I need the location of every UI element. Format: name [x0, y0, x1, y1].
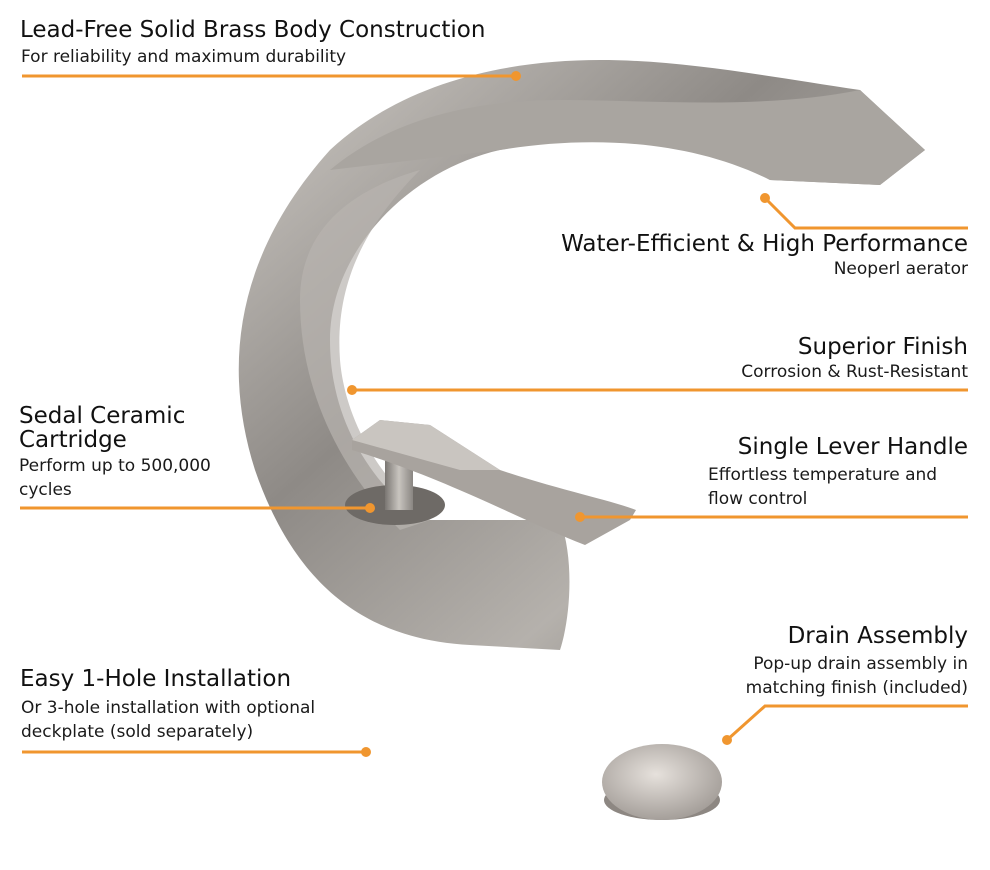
feature-subtitle-drain-1: Pop-up drain assembly in	[753, 654, 968, 674]
drain-cap-image	[602, 744, 722, 820]
feature-title-lever: Single Lever Handle	[737, 434, 968, 460]
feature-subtitle-finish: Corrosion & Rust-Resistant	[741, 362, 968, 382]
feature-subtitle-drain-2: matching finish (included)	[745, 678, 968, 698]
feature-title-water-efficient: Water-Efficient & High Performance	[561, 231, 968, 257]
feature-subtitle-brass-body: For reliability and maximum durability	[21, 47, 347, 67]
feature-subtitle-cartridge-1: Perform up to 500,000	[19, 456, 211, 476]
callout-dots	[347, 71, 770, 757]
feature-title-drain: Drain Assembly	[787, 623, 968, 649]
feature-subtitle-lever-2: flow control	[708, 489, 808, 509]
leader-lines	[20, 74, 968, 754]
feature-subtitle-installation-1: Or 3-hole installation with optional	[21, 698, 316, 718]
feature-title-installation: Easy 1-Hole Installation	[20, 666, 292, 692]
feature-subtitle-lever-1: Effortless temperature and	[708, 465, 938, 485]
feature-subtitle-cartridge-2: cycles	[19, 480, 72, 500]
feature-title-finish: Superior Finish	[797, 334, 968, 360]
feature-title-cartridge-2: Cartridge	[19, 427, 127, 453]
feature-subtitle-installation-2: deckplate (sold separately)	[21, 722, 254, 742]
feature-subtitle-water-efficient: Neoperl aerator	[833, 259, 968, 279]
faucet-image	[238, 60, 925, 650]
feature-title-cartridge-1: Sedal Ceramic	[19, 403, 186, 429]
feature-title-brass-body: Lead-Free Solid Brass Body Construction	[20, 17, 486, 43]
